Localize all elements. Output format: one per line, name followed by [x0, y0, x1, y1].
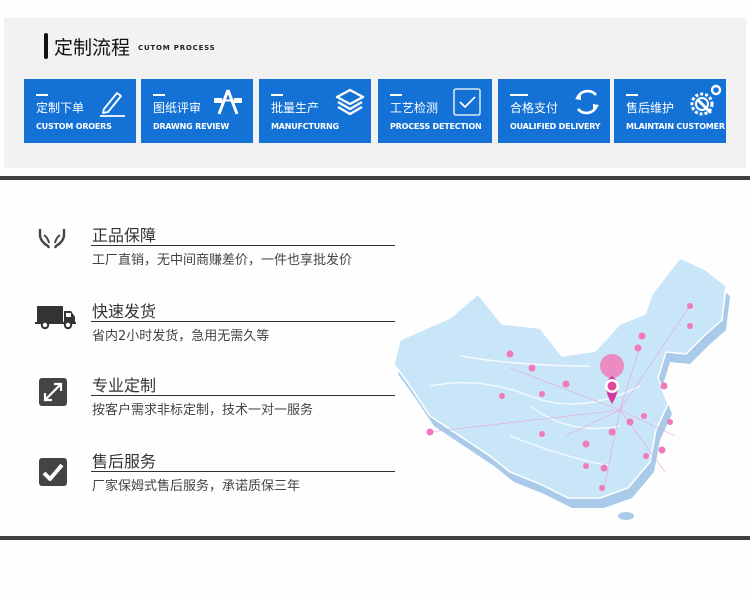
hands-icon — [38, 229, 66, 249]
card-dash — [626, 94, 638, 96]
layers-icon — [335, 88, 365, 116]
feature-divider — [91, 321, 395, 322]
title-cn: 定制流程 — [54, 36, 131, 59]
step-en: PROCESS DETECTION — [390, 122, 482, 131]
refresh-icon — [575, 89, 599, 115]
step-card-manufacturing[interactable]: 批量生产 MANUFCTURNG — [259, 79, 371, 143]
feature-divider — [91, 471, 395, 472]
card-dash — [153, 94, 165, 96]
card-dash — [36, 94, 48, 96]
step-en: MLAINTAIN CUSTOMER — [626, 122, 725, 131]
step-cn: 图纸评审 — [153, 101, 202, 115]
feature-desc: 按客户需求非标定制，技术一对一服务 — [92, 403, 314, 418]
feature-divider — [91, 245, 395, 246]
step-cn: 工艺检测 — [390, 101, 439, 115]
feature-title: 正品保障 — [92, 226, 157, 245]
feature-desc: 省内2小时发货，急用无需久等 — [92, 329, 270, 344]
step-cn: 批量生产 — [271, 101, 320, 115]
step-cn: 定制下单 — [36, 101, 85, 115]
step-cn: 合格支付 — [510, 101, 559, 115]
title-accent-bar — [44, 33, 48, 59]
feature-title: 快速发货 — [92, 302, 157, 321]
checkmark-icon — [39, 458, 67, 486]
resize-arrow-icon — [39, 378, 67, 406]
title-en: CUTOM PROCESS — [138, 44, 216, 52]
compass-icon — [214, 89, 242, 115]
feature-desc: 厂家保姆式售后服务，承诺质保三年 — [92, 479, 301, 494]
card-dash — [390, 94, 402, 96]
feature-custom: 专业定制 按客户需求非标定制，技术一对一服务 — [30, 372, 400, 432]
feature-desc: 工厂直销，无中间商赚差价，一件也享批发价 — [92, 253, 353, 268]
step-en: CUSTOM OROERS — [36, 122, 112, 131]
section-title: 定制流程 CUTOM PROCESS — [44, 33, 216, 59]
truck-icon — [35, 306, 76, 330]
card-dash — [271, 94, 283, 96]
china-delivery-map — [393, 257, 730, 520]
feature-title: 专业定制 — [92, 376, 157, 395]
section-divider-top — [0, 176, 750, 180]
feature-genuine: 正品保障 工厂直销，无中间商赚差价，一件也享批发价 — [30, 222, 400, 282]
step-en: OUALIFIED DELIVERY — [510, 122, 601, 131]
step-card-drawing-review[interactable]: 图纸评审 DRAWNG REVIEW — [141, 79, 253, 143]
step-en: MANUFCTURNG — [271, 122, 339, 131]
gear-wrench-icon — [690, 84, 722, 116]
feature-divider — [91, 395, 395, 396]
pencil-icon — [100, 92, 125, 117]
step-card-custom-orders[interactable]: 定制下单 CUSTOM OROERS — [24, 79, 136, 143]
step-card-maintain-customer[interactable]: 售后维护 MLAINTAIN CUSTOMER — [614, 79, 726, 143]
checkbox-icon — [453, 88, 481, 116]
step-card-qualified-delivery[interactable]: 合格支付 OUALIFIED DELIVERY — [498, 79, 610, 143]
step-card-process-detection[interactable]: 工艺检测 PROCESS DETECTION — [378, 79, 492, 143]
feature-fast-shipping: 快速发货 省内2小时发货，急用无需久等 — [30, 298, 400, 358]
card-dash — [510, 94, 528, 96]
feature-after-sales: 售后服务 厂家保姆式售后服务，承诺质保三年 — [30, 448, 400, 508]
step-cn: 售后维护 — [626, 101, 675, 115]
feature-title: 售后服务 — [92, 452, 157, 471]
section-divider-bottom — [0, 536, 750, 540]
step-en: DRAWNG REVIEW — [153, 122, 229, 131]
